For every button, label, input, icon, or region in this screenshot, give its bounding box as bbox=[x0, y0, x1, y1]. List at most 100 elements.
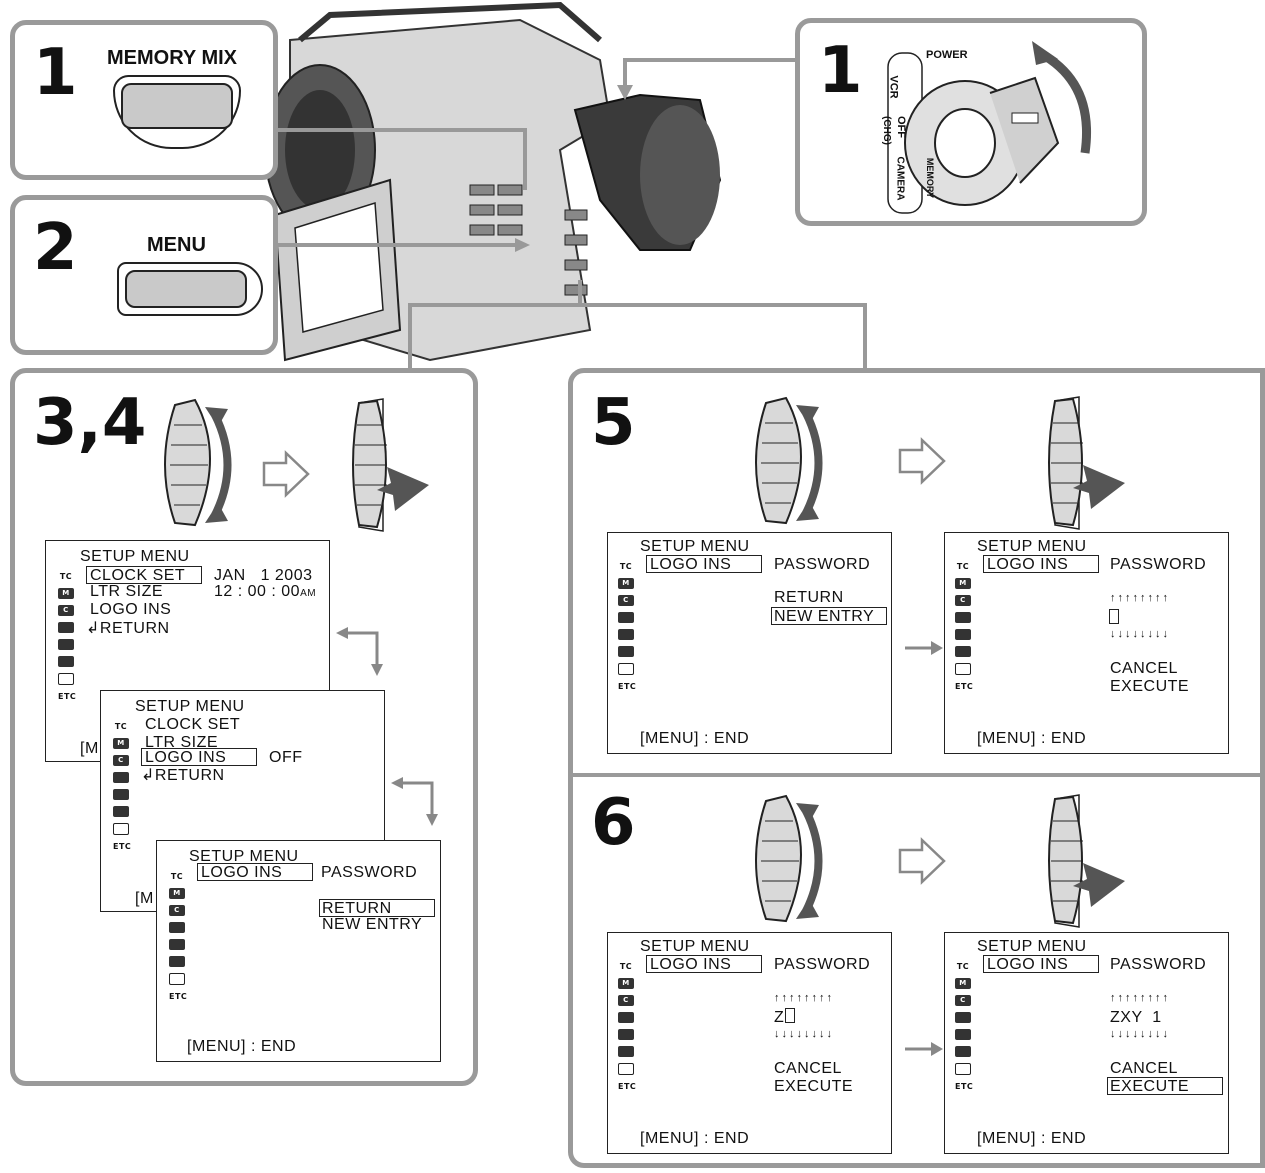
memory-mix-label: MEMORY MIX bbox=[107, 47, 238, 69]
password-label: PASSWORD bbox=[1110, 956, 1207, 973]
setup-menu-screen-clock: SETUP MENU TC M C ETC CLOCK SET LTR SIZE… bbox=[45, 540, 330, 762]
tc-icon: TC bbox=[114, 722, 128, 731]
setup-icon bbox=[113, 823, 129, 835]
menu-icon-column: TC M C ETC bbox=[955, 561, 977, 698]
menu-item-return: ↲RETURN bbox=[86, 620, 170, 637]
option-return[interactable]: RETURN bbox=[774, 589, 844, 606]
vcr-set-icon bbox=[955, 612, 971, 623]
chg-label: (CHG) bbox=[880, 116, 892, 145]
option-new-entry[interactable]: NEW ENTRY bbox=[322, 916, 423, 933]
menu-item-logo-ins: LOGO INS bbox=[987, 556, 1069, 573]
password-label: PASSWORD bbox=[774, 556, 871, 573]
option-new-entry[interactable]: NEW ENTRY bbox=[774, 608, 875, 625]
menu-title: SETUP MENU bbox=[135, 698, 245, 715]
etc-icon: ETC bbox=[618, 1082, 637, 1091]
down-arrows: ↓↓↓↓↓↓↓↓ bbox=[1110, 1028, 1170, 1040]
memory-set-icon bbox=[113, 806, 129, 817]
camera-set-icon: C bbox=[58, 605, 74, 616]
menu-icon-column: TC M C ETC bbox=[113, 721, 135, 858]
control-dial-turn[interactable] bbox=[160, 395, 260, 535]
menu-title: SETUP MENU bbox=[80, 548, 190, 565]
control-dial-turn-5[interactable] bbox=[751, 393, 851, 533]
setup-icon bbox=[955, 1063, 971, 1075]
flow-arrow-5 bbox=[905, 641, 943, 655]
vcr-set-icon bbox=[169, 922, 185, 933]
menu-icon-column: TC M C ETC bbox=[58, 571, 80, 708]
vcr-set-icon bbox=[58, 622, 74, 633]
memory-set-icon bbox=[955, 646, 971, 657]
menu-item-ltr-size: LTR SIZE bbox=[90, 583, 164, 600]
vcr-label: VCR bbox=[887, 75, 900, 99]
lcd-set-icon bbox=[618, 629, 634, 640]
manual-icon: M bbox=[58, 588, 74, 599]
camera-set-icon: C bbox=[955, 595, 971, 606]
tc-icon: TC bbox=[956, 562, 970, 571]
manual-icon: M bbox=[955, 978, 971, 989]
menu-item-logo-ins: LOGO INS bbox=[145, 749, 227, 766]
menu-item-logo-ins: LOGO INS bbox=[90, 601, 172, 618]
lcd-set-icon bbox=[113, 789, 129, 800]
etc-icon: ETC bbox=[955, 682, 974, 691]
step-number: 1 bbox=[818, 34, 863, 108]
menu-icon-column: TC M C ETC bbox=[955, 961, 977, 1098]
camera-label: CAMERA bbox=[894, 156, 906, 201]
memory-set-icon bbox=[955, 1046, 971, 1057]
logo-ins-value: OFF bbox=[269, 749, 303, 766]
step-1-memory-mix-panel: 1 MEMORY MIX bbox=[10, 20, 278, 180]
menu-title: SETUP MENU bbox=[640, 538, 750, 555]
step-number: 2 bbox=[33, 211, 78, 285]
manual-icon: M bbox=[618, 978, 634, 989]
menu-icon-column: TC M C ETC bbox=[618, 561, 640, 698]
control-dial-press-6[interactable] bbox=[1043, 791, 1143, 931]
setup-icon bbox=[618, 663, 634, 675]
menu-footer: [MENU] : END bbox=[977, 1130, 1087, 1147]
memory-set-icon bbox=[169, 956, 185, 967]
menu-item-return: ↲RETURN bbox=[141, 767, 225, 784]
option-return[interactable]: RETURN bbox=[322, 900, 392, 917]
up-arrows: ↑↑↑↑↑↑↑↑ bbox=[774, 992, 834, 1004]
entry-cursor[interactable] bbox=[1109, 609, 1119, 624]
manual-icon: M bbox=[955, 578, 971, 589]
control-dial-press[interactable] bbox=[347, 395, 447, 535]
lcd-set-icon bbox=[955, 629, 971, 640]
etc-icon: ETC bbox=[58, 692, 77, 701]
lcd-set-icon bbox=[955, 1029, 971, 1040]
control-dial-press-5[interactable] bbox=[1043, 393, 1143, 533]
menu-title: SETUP MENU bbox=[977, 538, 1087, 555]
menu-footer: [MENU] : END bbox=[640, 730, 750, 747]
control-dial-turn-6[interactable] bbox=[751, 791, 851, 931]
etc-icon: ETC bbox=[113, 842, 132, 851]
step-number-6: 6 bbox=[591, 786, 636, 860]
password-label: PASSWORD bbox=[321, 864, 418, 881]
vcr-set-icon bbox=[618, 1012, 634, 1023]
manual-icon: M bbox=[618, 578, 634, 589]
setup-menu-screen-password: SETUP MENU TC M C ETC LOGO INS PASSWORD … bbox=[156, 840, 441, 1062]
menu-icon-column: TC M C ETC bbox=[169, 871, 191, 1008]
option-cancel[interactable]: CANCEL bbox=[1110, 660, 1178, 677]
menu-button[interactable] bbox=[117, 262, 263, 316]
option-execute[interactable]: EXECUTE bbox=[1110, 678, 1190, 695]
tc-icon: TC bbox=[956, 962, 970, 971]
menu-item-clock-set: CLOCK SET bbox=[90, 567, 186, 584]
camera-set-icon: C bbox=[169, 905, 185, 916]
option-cancel[interactable]: CANCEL bbox=[1110, 1060, 1178, 1077]
manual-icon: M bbox=[169, 888, 185, 899]
menu-item-logo-ins: LOGO INS bbox=[650, 956, 732, 973]
option-cancel[interactable]: CANCEL bbox=[774, 1060, 842, 1077]
tc-icon: TC bbox=[170, 872, 184, 881]
tc-icon: TC bbox=[619, 962, 633, 971]
memory-mix-button[interactable] bbox=[113, 75, 241, 149]
setup-menu-screen-6a: SETUP MENU TC M C ETC LOGO INS PASSWORD … bbox=[607, 932, 892, 1154]
off-label: OFF bbox=[895, 116, 907, 138]
time-value: 12 : 00 : 00AM bbox=[214, 583, 317, 600]
entry-cursor[interactable] bbox=[785, 1008, 795, 1023]
option-execute[interactable]: EXECUTE bbox=[1110, 1078, 1190, 1095]
vcr-set-icon bbox=[113, 772, 129, 783]
password-label: PASSWORD bbox=[1110, 556, 1207, 573]
camera-set-icon: C bbox=[113, 755, 129, 766]
etc-icon: ETC bbox=[169, 992, 188, 1001]
hollow-arrow-icon bbox=[262, 450, 310, 498]
power-switch-dial[interactable] bbox=[800, 23, 1152, 231]
option-execute[interactable]: EXECUTE bbox=[774, 1078, 854, 1095]
